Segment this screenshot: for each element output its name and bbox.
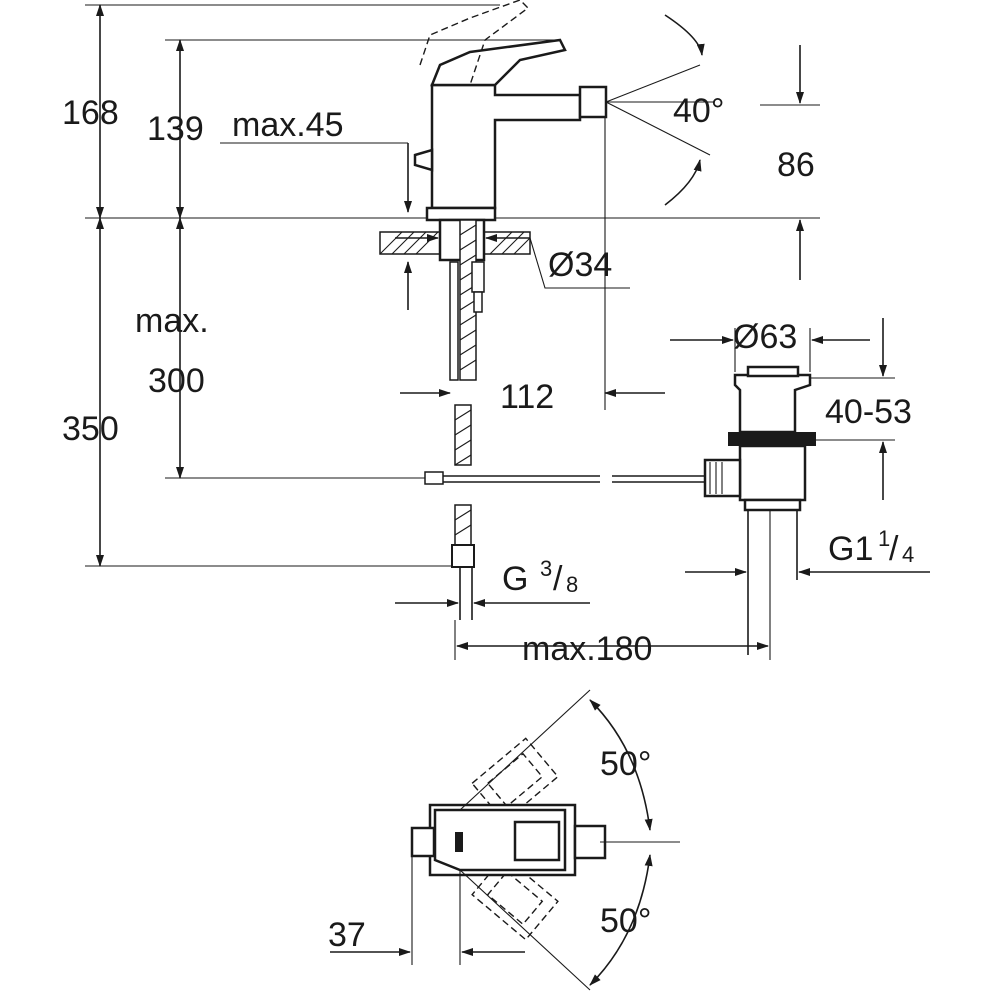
spray-line-upper bbox=[605, 64, 701, 103]
label-max: max. bbox=[135, 302, 209, 340]
faucet-base bbox=[425, 206, 497, 222]
svg-text:4: 4 bbox=[902, 542, 914, 567]
lever-alternate-position bbox=[419, 0, 530, 86]
lever-handle bbox=[430, 38, 567, 87]
label-40deg: 40° bbox=[673, 92, 724, 130]
label-86: 86 bbox=[777, 146, 815, 184]
svg-text:G: G bbox=[502, 560, 528, 598]
label-g38: G 3 / 8 bbox=[502, 556, 578, 598]
angle-arc-top bbox=[589, 699, 653, 831]
drain-plug bbox=[746, 365, 800, 378]
svg-text:8: 8 bbox=[566, 572, 578, 597]
angle-arc-lower bbox=[664, 159, 702, 206]
spray-line-lower bbox=[605, 101, 711, 156]
label-139: 139 bbox=[147, 110, 204, 148]
angle-line-top bbox=[459, 689, 591, 811]
svg-text:1: 1 bbox=[878, 526, 890, 551]
label-d34: Ø34 bbox=[548, 246, 612, 284]
popup-linkage bbox=[424, 471, 705, 485]
lever-position-left bbox=[471, 737, 559, 823]
drain-flange bbox=[728, 432, 816, 446]
label-50deg-top: 50° bbox=[600, 745, 651, 783]
popup-rod-top bbox=[410, 826, 436, 858]
label-50deg-bottom: 50° bbox=[600, 902, 651, 940]
label-d63: Ø63 bbox=[733, 318, 797, 356]
label-max180: max.180 bbox=[522, 630, 652, 668]
supply-hoses bbox=[449, 219, 485, 620]
label-g114: G1 1 / 4 bbox=[828, 526, 914, 568]
label-112: 112 bbox=[500, 378, 554, 416]
top-view-lever bbox=[513, 820, 561, 862]
angle-line-bottom bbox=[459, 869, 591, 991]
svg-text:3: 3 bbox=[540, 556, 552, 581]
faucet-body bbox=[413, 0, 608, 262]
side-view bbox=[85, 0, 930, 660]
label-40-53: 40-53 bbox=[825, 393, 912, 431]
svg-text:/: / bbox=[889, 530, 899, 568]
label-300: 300 bbox=[148, 362, 205, 400]
label-37: 37 bbox=[328, 916, 366, 954]
top-view bbox=[330, 689, 680, 991]
svg-text:G1: G1 bbox=[828, 530, 873, 568]
drain-waste bbox=[703, 365, 816, 660]
angle-arc-bottom bbox=[589, 854, 653, 986]
lever-pivot bbox=[455, 832, 463, 852]
label-168: 168 bbox=[62, 94, 119, 132]
dim-d34-leader bbox=[529, 237, 630, 289]
spout-outlet bbox=[578, 85, 608, 119]
label-350: 350 bbox=[62, 410, 119, 448]
svg-text:/: / bbox=[553, 560, 563, 598]
angle-arc-upper bbox=[664, 14, 705, 56]
popup-rod-knob bbox=[413, 148, 434, 172]
label-max45: max.45 bbox=[232, 106, 344, 144]
